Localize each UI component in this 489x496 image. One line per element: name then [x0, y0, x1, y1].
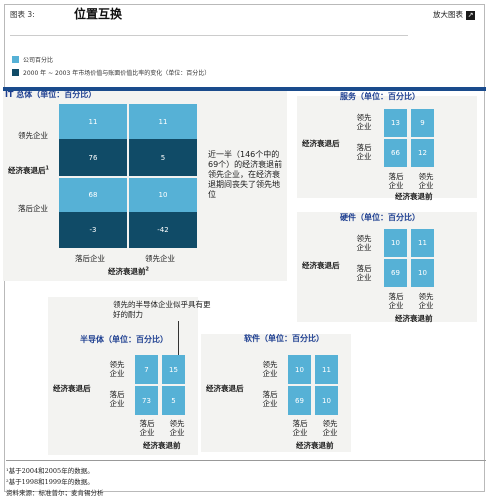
- it-change-leader-laggard: 76: [59, 139, 127, 176]
- sw-row-label-leader: 领先企业: [262, 360, 278, 378]
- sw-col-label-laggard: 落后企业: [292, 419, 308, 437]
- sw-row-label-laggard: 落后企业: [262, 390, 278, 408]
- it-change-laggard-leader: -42: [129, 212, 197, 248]
- semi-share-laggard-laggard: 73: [135, 386, 158, 415]
- svc-col-label-laggard: 落后企业: [388, 172, 404, 190]
- semi-row-label-after: 经济衰退后: [53, 384, 91, 393]
- semi-row-label-leader: 领先企业: [109, 360, 125, 378]
- svc-row-label-laggard: 落后企业: [356, 143, 372, 161]
- row-label-leader: 领先企业: [18, 131, 48, 140]
- semi-share-leader-laggard: 7: [135, 355, 158, 384]
- figure-title: 位置互换: [74, 7, 123, 21]
- after-recession-text: 经济衰退后: [8, 166, 46, 175]
- semi-col-label-leader: 领先企业: [169, 419, 185, 437]
- semi-callout-line: [178, 321, 179, 359]
- zoom-label: 放大图表: [433, 10, 463, 19]
- legend-label-share: 公司百分比: [23, 57, 54, 64]
- panel-title-semiconductor: 半导体（单位：百分比）: [80, 335, 168, 344]
- semi-row-label-laggard: 落后企业: [109, 390, 125, 408]
- it-change-leader-leader: 5: [129, 139, 197, 176]
- legend-swatch-share: [12, 56, 19, 63]
- it-share-leader-leader: 11: [129, 104, 197, 139]
- semi-col-label-laggard: 落后企业: [139, 419, 155, 437]
- footnote-mark-2: 2: [145, 266, 149, 273]
- semi-col-label-before: 经济衰退前: [143, 441, 181, 450]
- hw-row-label-laggard: 落后企业: [356, 264, 372, 282]
- sw-share-leader-laggard: 10: [288, 355, 311, 384]
- expand-icon: ↗: [466, 10, 475, 20]
- hw-row-label-leader: 领先企业: [356, 234, 372, 252]
- figure-label: 图表 3:: [10, 10, 35, 19]
- svc-row-label-leader: 领先企业: [356, 113, 372, 131]
- source-note: 资料来源：标准普尔；麦肯锡分析: [6, 489, 104, 496]
- it-share-laggard-laggard: 68: [59, 178, 127, 212]
- svc-row-label-after: 经济衰退后: [302, 139, 340, 148]
- sw-share-laggard-laggard: 69: [288, 386, 311, 415]
- legend-swatch-change: [12, 69, 19, 76]
- hw-row-label-after: 经济衰退后: [302, 261, 340, 270]
- sw-share-laggard-leader: 10: [315, 386, 338, 415]
- it-change-laggard-laggard: -3: [59, 212, 127, 248]
- row-label-after-recession: 经济衰退后1: [8, 165, 49, 176]
- svc-share-leader-leader: 9: [411, 109, 434, 137]
- zoom-chart-link[interactable]: 放大图表↗: [433, 9, 475, 20]
- hw-col-label-before: 经济衰退前: [395, 314, 433, 323]
- hw-col-label-laggard: 落后企业: [388, 292, 404, 310]
- before-recession-text: 经济衰退前: [108, 267, 146, 276]
- footnote-2: ²基于1998和1999年的数据。: [6, 478, 94, 486]
- panel-title-software: 软件（单位：百分比）: [244, 334, 324, 343]
- hw-share-leader-leader: 11: [411, 229, 434, 257]
- it-share-laggard-leader: 10: [129, 178, 197, 212]
- footnote-1: ¹基于2004和2005年的数据。: [6, 467, 94, 475]
- svc-share-laggard-leader: 12: [411, 139, 434, 167]
- semi-annotation: 领先的半导体企业似乎具有更好的耐力: [113, 300, 211, 319]
- hw-share-laggard-leader: 10: [411, 259, 434, 287]
- semi-share-leader-leader: 15: [162, 355, 185, 384]
- panel-title-hardware: 硬件（单位：百分比）: [340, 213, 420, 222]
- header-divider: [10, 35, 408, 36]
- sw-row-label-after: 经济衰退后: [206, 384, 244, 393]
- legend-item-share: 公司百分比: [12, 55, 53, 64]
- sw-share-leader-leader: 11: [315, 355, 338, 384]
- hw-share-leader-laggard: 10: [384, 229, 407, 257]
- panel-title-it: IT 总体（单位：百分比）: [5, 90, 97, 99]
- section-divider-bar: [3, 87, 486, 91]
- col-label-laggard: 落后企业: [75, 254, 105, 263]
- sw-col-label-before: 经济衰退前: [296, 441, 334, 450]
- svc-share-laggard-laggard: 66: [384, 139, 407, 167]
- footnote-divider: [6, 460, 486, 461]
- legend-item-change: 2000 年 ~ 2003 年市场价值与账面价值比率的变化（单位：百分比）: [12, 68, 210, 77]
- svc-share-leader-laggard: 13: [384, 109, 407, 137]
- it-share-leader-laggard: 11: [59, 104, 127, 139]
- hw-col-label-leader: 领先企业: [418, 292, 434, 310]
- svc-col-label-before: 经济衰退前: [395, 192, 433, 201]
- footnote-mark-1: 1: [45, 165, 49, 172]
- row-label-laggard: 落后企业: [18, 204, 48, 213]
- col-label-before-recession: 经济衰退前2: [108, 266, 149, 277]
- hw-share-laggard-laggard: 69: [384, 259, 407, 287]
- semi-share-laggard-leader: 5: [162, 386, 185, 415]
- it-annotation: 近一半（146个中的69个）的经济衰退前领先企业，在经济衰退期间丧失了领先地位: [208, 150, 283, 199]
- sw-col-label-leader: 领先企业: [322, 419, 338, 437]
- legend-label-change: 2000 年 ~ 2003 年市场价值与账面价值比率的变化（单位：百分比）: [23, 70, 211, 77]
- col-label-leader: 领先企业: [145, 254, 175, 263]
- panel-title-services: 服务（单位：百分比）: [340, 92, 420, 101]
- svc-col-label-leader: 领先企业: [418, 172, 434, 190]
